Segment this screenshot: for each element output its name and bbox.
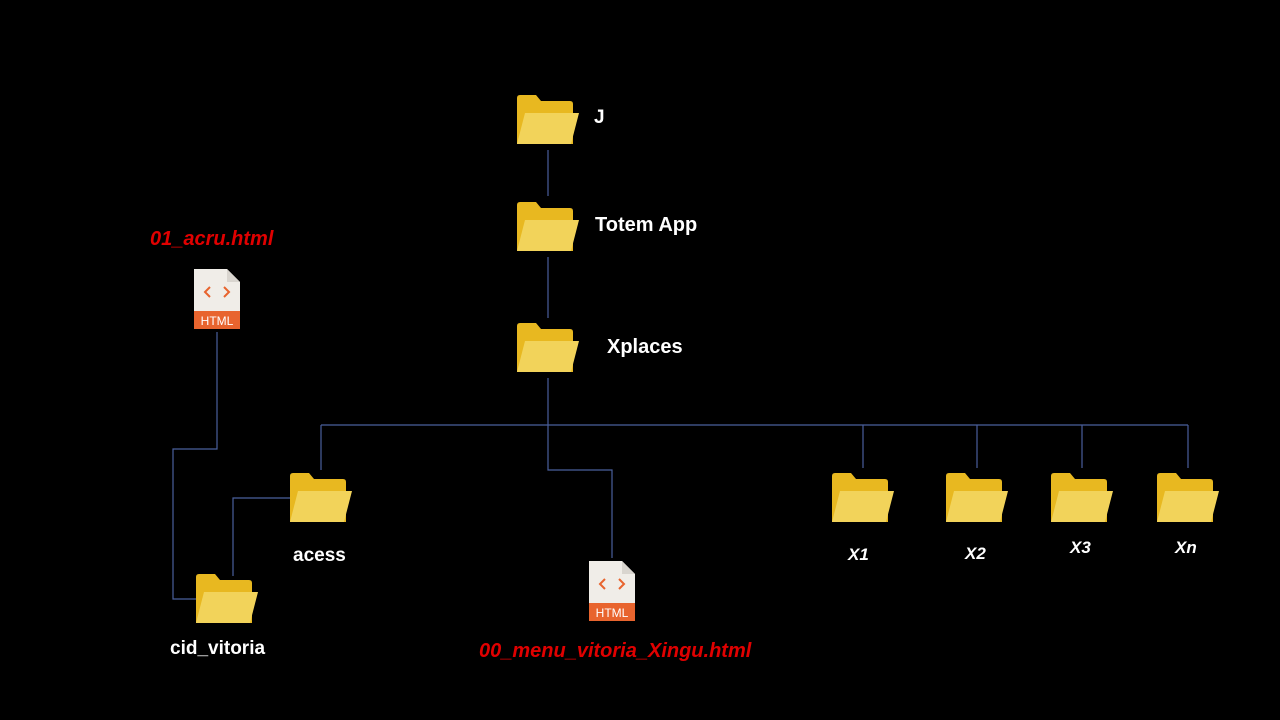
folder-label-acess: acess <box>293 545 346 566</box>
html-file-icon-acru[interactable]: HTML <box>193 268 241 335</box>
edge-xplaces-menu-html <box>547 425 613 558</box>
folder-label-x3: X3 <box>1070 538 1091 557</box>
html-badge-text: HTML <box>596 606 629 620</box>
edge-acess-cid-vitoria <box>232 497 290 576</box>
folder-icon-acess[interactable] <box>289 472 353 529</box>
folder-label-xn: Xn <box>1175 538 1197 557</box>
folder-label-j: J <box>594 107 605 128</box>
folder-label-xplaces: Xplaces <box>607 336 683 358</box>
folder-icon-x3[interactable] <box>1050 472 1114 529</box>
folder-icon-xn[interactable] <box>1156 472 1220 529</box>
html-badge-text: HTML <box>201 314 234 328</box>
folder-icon-cid-vitoria[interactable] <box>195 573 259 630</box>
folder-label-totem-app: Totem App <box>595 214 698 236</box>
folder-icon-totem-app[interactable] <box>516 201 580 258</box>
folder-icon-x2[interactable] <box>945 472 1009 529</box>
folder-icon-xplaces[interactable] <box>516 322 580 379</box>
folder-label-x2: X2 <box>965 544 986 563</box>
folder-icon-j[interactable] <box>516 94 580 151</box>
file-label-acru-html: 01_acru.html <box>150 228 274 250</box>
file-label-menu-html: 00_menu_vitoria_Xingu.html <box>479 640 752 662</box>
folder-label-x1: X1 <box>848 545 869 564</box>
folder-label-cid-vitoria: cid_vitoria <box>170 638 266 659</box>
folder-icon-x1[interactable] <box>831 472 895 529</box>
html-file-icon-menu[interactable]: HTML <box>588 560 636 627</box>
edge-acru-html-cid-vitoria <box>172 332 218 600</box>
